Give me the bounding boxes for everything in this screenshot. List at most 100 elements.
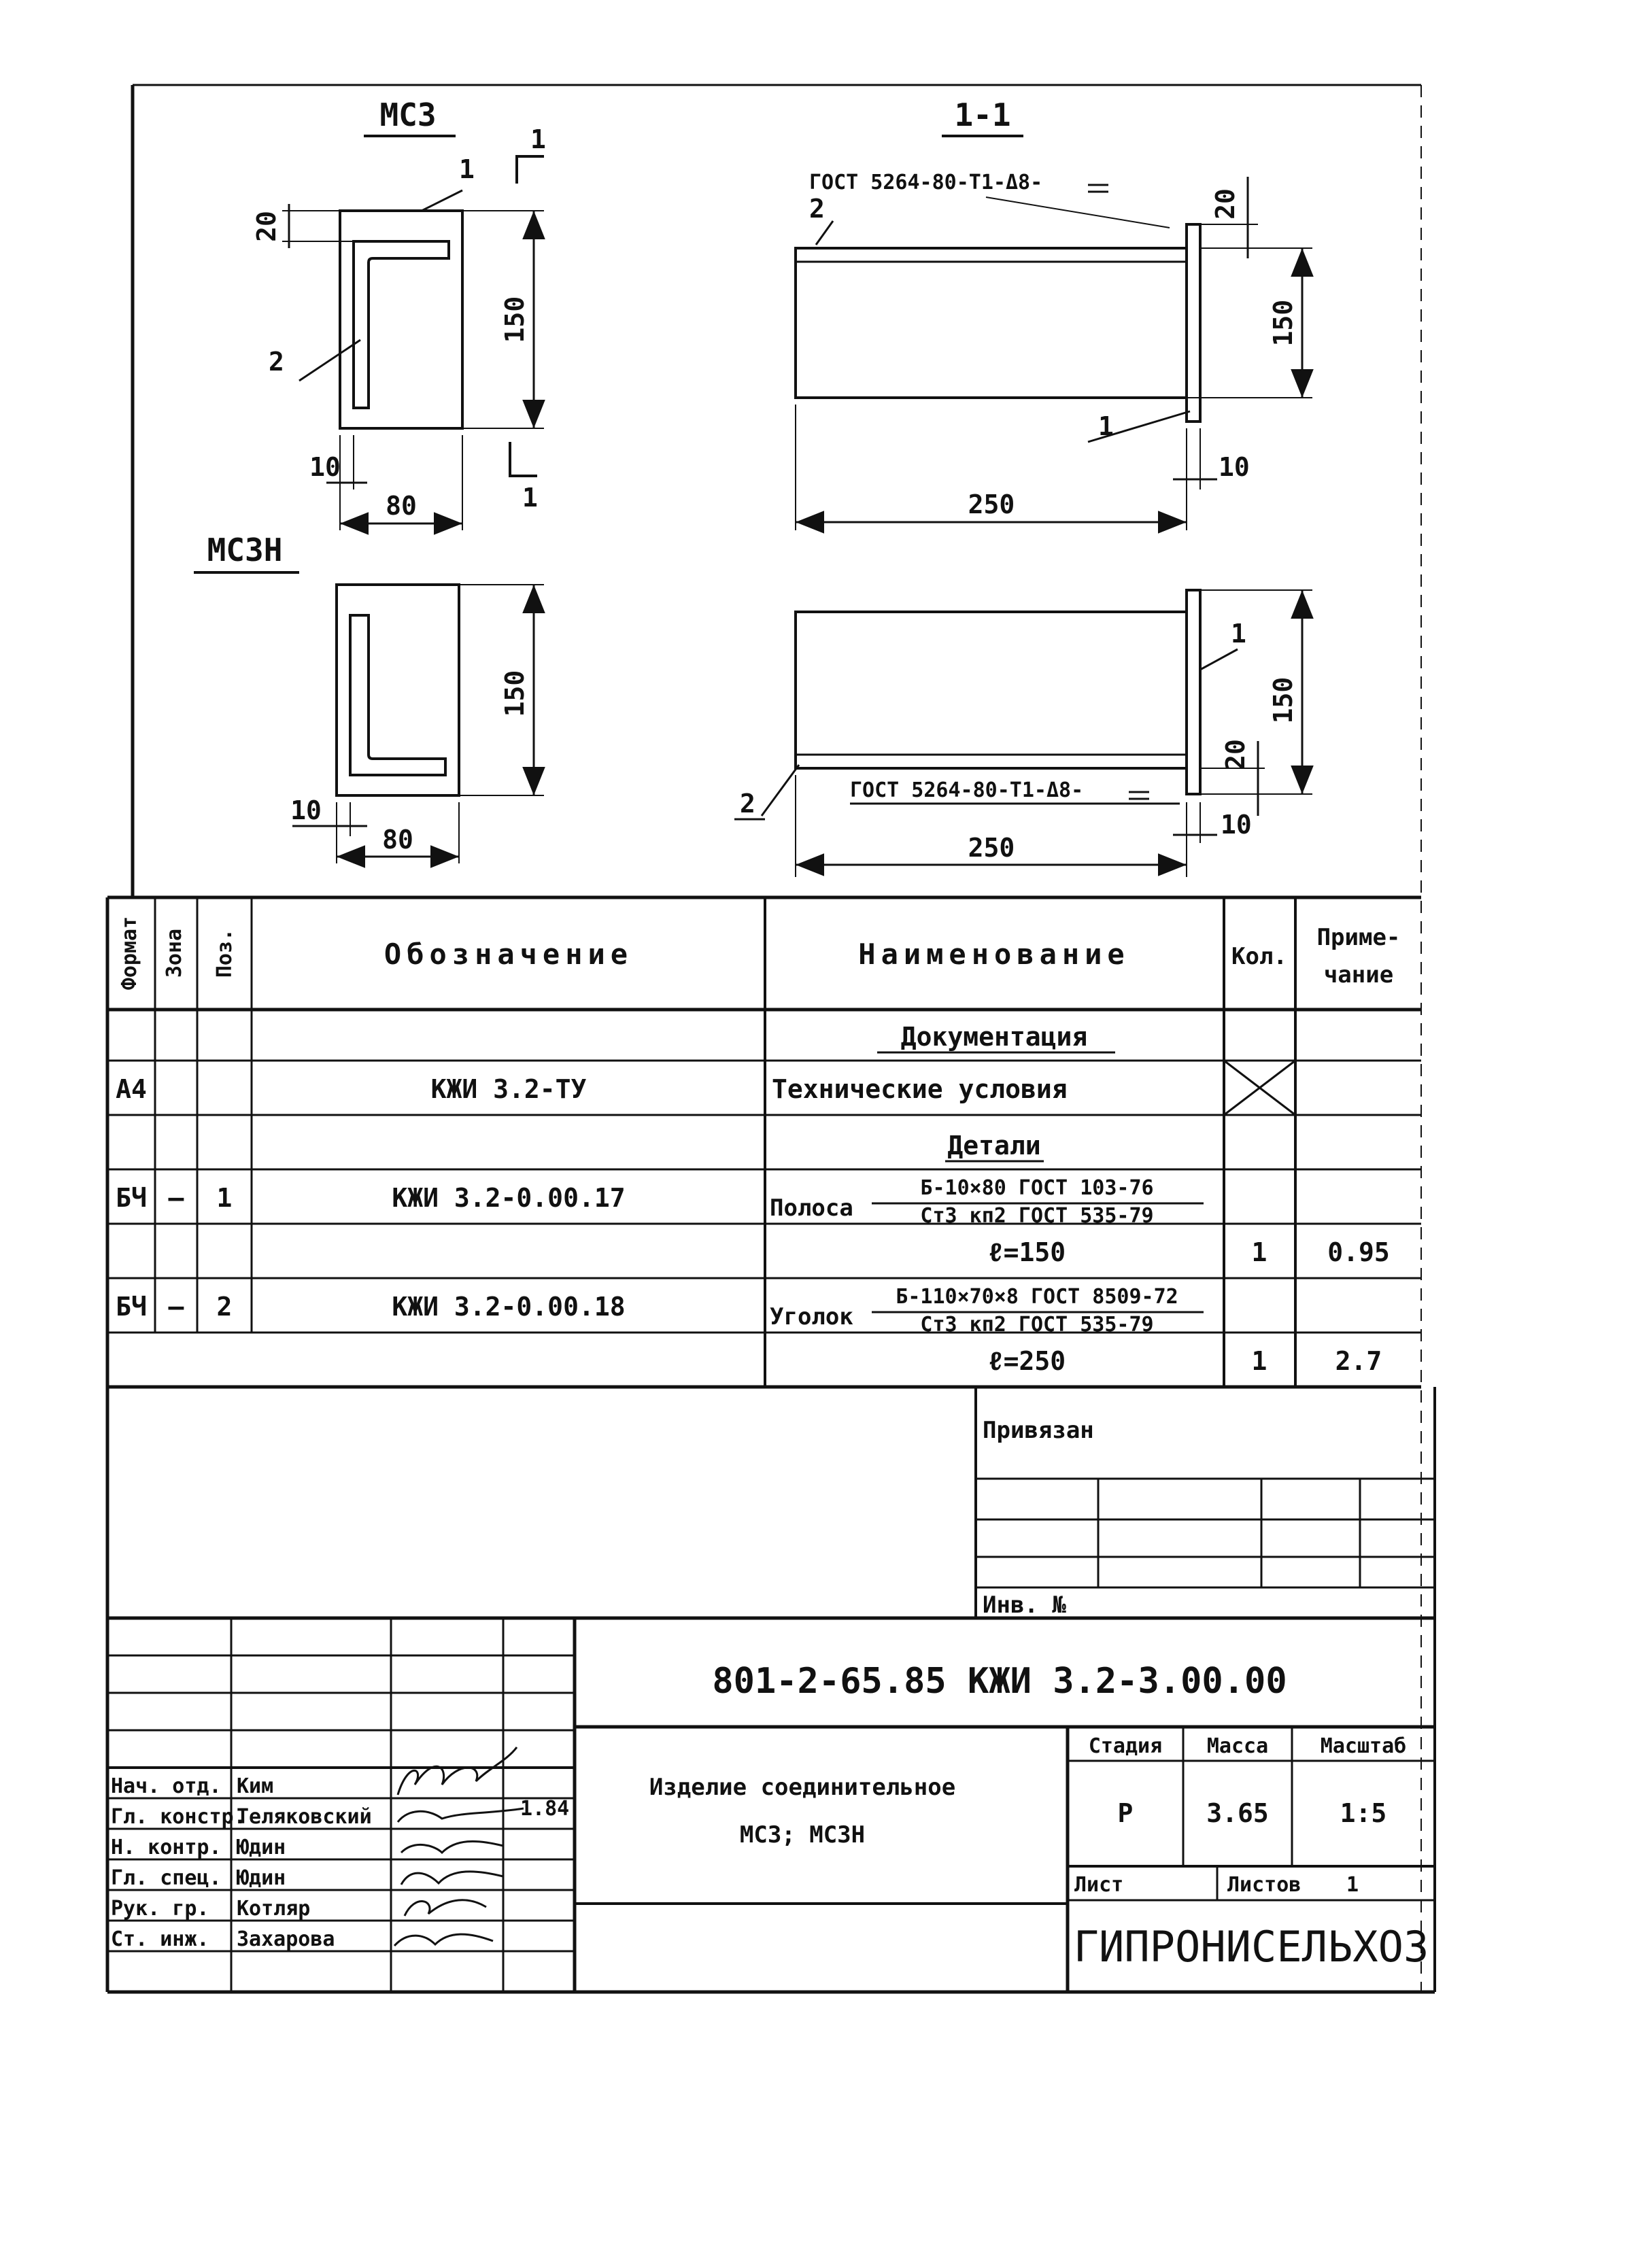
mc3-pos-2-label: 2	[269, 347, 284, 377]
section-lower-plate	[1185, 589, 1202, 795]
spec-row2-pos: 2	[217, 1292, 233, 1322]
spec-doc-designation: КЖИ 3.2-ТУ	[431, 1074, 587, 1104]
spec-header-note-2: чание	[1324, 961, 1393, 989]
mc3-dim-20: 20	[252, 211, 282, 242]
spec-row2-profile-top: Б-110×70×8 ГОСТ 8509-72	[896, 1285, 1178, 1309]
spec-section-details: Детали	[947, 1131, 1040, 1161]
spec-header-qty: Кол.	[1231, 943, 1287, 970]
staff-role-1: Гл. констр.	[111, 1805, 246, 1829]
view-mc3-title: МС3	[379, 97, 436, 133]
mc3-section-marker-bottom: 1	[522, 483, 538, 513]
staff-role-2: Н. контр.	[111, 1836, 222, 1859]
section-1-1-dim-150: 150	[1268, 300, 1298, 347]
signature-date: 1.84	[520, 1797, 569, 1821]
binding-label: Привязан	[983, 1417, 1094, 1444]
staff-name-3: Юдин	[237, 1866, 286, 1890]
spec-row1-qty: 1	[1252, 1237, 1267, 1267]
staff-name-1: Теляковский	[237, 1805, 372, 1829]
spec-row1-length: ℓ=150	[988, 1237, 1066, 1267]
section-lower: 1 2 ГОСТ 5264-80-Т1-Δ8- 150 20 10 250	[734, 589, 1314, 877]
spec-row2-length: ℓ=250	[988, 1346, 1066, 1376]
spec-section-documentation: Документация	[901, 1022, 1088, 1052]
staff-name-4: Котляр	[237, 1897, 310, 1921]
title-item-name-1: Изделие соединительное	[649, 1774, 955, 1801]
signature-strokes	[393, 1747, 524, 1947]
spec-row1-name: Полоса	[770, 1195, 853, 1222]
section-1-1-pos-2-label: 2	[809, 194, 825, 224]
section-lower-dim-10: 10	[1221, 810, 1252, 840]
spec-row1-note: 0.95	[1327, 1237, 1390, 1267]
spec-row2-qty: 1	[1252, 1346, 1267, 1376]
title-stage-value: Р	[1118, 1798, 1134, 1828]
section-lower-angle-body	[794, 611, 1188, 770]
mc3-pos-1-label: 1	[459, 154, 475, 184]
spec-row2-designation: КЖИ 3.2-0.00.18	[392, 1292, 625, 1322]
title-stage-label: Стадия	[1089, 1734, 1162, 1758]
mc3-plate	[339, 209, 464, 430]
spec-row1-zone: —	[169, 1183, 184, 1213]
section-lower-dim-150: 150	[1268, 677, 1298, 724]
spec-header-pos: Поз.	[213, 929, 237, 978]
title-sheets-value: 1	[1346, 1873, 1359, 1897]
section-lower-pos-1-label: 1	[1231, 619, 1246, 649]
section-1-1-angle-body	[794, 247, 1188, 399]
title-sheet-label: Лист	[1074, 1873, 1123, 1897]
title-sheets-label: Листов	[1227, 1873, 1301, 1897]
staff-name-0: Ким	[237, 1774, 273, 1798]
mc3n-angle-profile	[349, 614, 447, 776]
spec-doc-name: Технические условия	[772, 1074, 1068, 1104]
binding-block: Привязан Инв. №	[105, 1387, 1436, 1992]
mc3-angle-profile	[352, 240, 450, 409]
section-1-1-plate	[1185, 223, 1202, 423]
mc3n-plate	[335, 583, 460, 797]
mc3-dim-10: 10	[309, 452, 341, 482]
mc3n-dim-80: 80	[382, 825, 413, 855]
staff-role-4: Рук. гр.	[111, 1897, 209, 1921]
section-lower-dim-250: 250	[968, 833, 1015, 863]
spec-row2-note: 2.7	[1335, 1346, 1382, 1376]
title-mass-value: 3.65	[1206, 1798, 1269, 1828]
view-mc3n: МС3Н 150 10 80	[194, 532, 545, 868]
spec-row1-format: БЧ	[116, 1183, 147, 1213]
section-1-1-pos-1-label: 1	[1098, 411, 1114, 441]
spec-row2-zone: —	[169, 1292, 184, 1322]
section-lower-dim-20: 20	[1221, 739, 1250, 770]
spec-row2-name: Уголок	[770, 1303, 853, 1330]
view-mc3n-title: МС3Н	[207, 532, 283, 568]
spec-header-format: Формат	[118, 916, 141, 990]
section-1-1: 1-1 ГОСТ 5264-80-Т1-Δ8- 2 1 20 150 10 25…	[794, 97, 1314, 534]
staff-name-5: Захарова	[237, 1927, 335, 1951]
title-mass-label: Масса	[1207, 1734, 1268, 1758]
title-organization: ГИПРОНИСЕЛЬХОЗ	[1074, 1922, 1429, 1972]
title-scale-value: 1:5	[1340, 1798, 1387, 1828]
staff-role-0: Нач. отд.	[111, 1774, 222, 1798]
title-item-name-2: МС3; МС3Н	[740, 1821, 865, 1849]
section-1-1-dim-250: 250	[968, 489, 1015, 519]
title-scale-label: Масштаб	[1321, 1734, 1406, 1758]
section-1-1-title: 1-1	[954, 97, 1010, 133]
mc3-dim-150: 150	[500, 296, 530, 343]
spec-row1-profile-top: Б-10×80 ГОСТ 103-76	[920, 1176, 1153, 1200]
spec-header-note-1: Приме-	[1317, 924, 1401, 951]
binding-inv-label: Инв. №	[983, 1592, 1066, 1619]
spec-row2-format: БЧ	[116, 1292, 147, 1322]
spec-row1-designation: КЖИ 3.2-0.00.17	[392, 1183, 625, 1213]
spec-row1-pos: 1	[217, 1183, 233, 1213]
spec-table: Формат Зона Поз. Обозначение Наименовани…	[107, 895, 1421, 1389]
spec-row1-profile-bottom: Ст3 кп2 ГОСТ 535-79	[920, 1204, 1153, 1228]
title-block: 801-2-65.85 КЖИ 3.2-3.00.00 Изделие соед…	[107, 1618, 1435, 1992]
staff-role-3: Гл. спец.	[111, 1866, 222, 1890]
section-1-1-dim-20: 20	[1210, 188, 1240, 220]
mc3n-dim-10: 10	[290, 795, 322, 825]
section-1-1-weld-note: ГОСТ 5264-80-Т1-Δ8-	[809, 171, 1042, 194]
spec-header-designation: Обозначение	[384, 938, 633, 971]
view-mc3: МС3 1 2 20 150 10 80 1 1	[252, 97, 546, 535]
staff-role-5: Ст. инж.	[111, 1927, 209, 1951]
spec-doc-format: А4	[116, 1074, 147, 1104]
title-doc-code: 801-2-65.85 КЖИ 3.2-3.00.00	[712, 1661, 1287, 1702]
mc3n-dim-150: 150	[500, 670, 530, 717]
section-lower-weld-note: ГОСТ 5264-80-Т1-Δ8-	[850, 778, 1083, 802]
staff-name-2: Юдин	[237, 1836, 286, 1859]
mc3-section-marker-top: 1	[530, 124, 546, 154]
